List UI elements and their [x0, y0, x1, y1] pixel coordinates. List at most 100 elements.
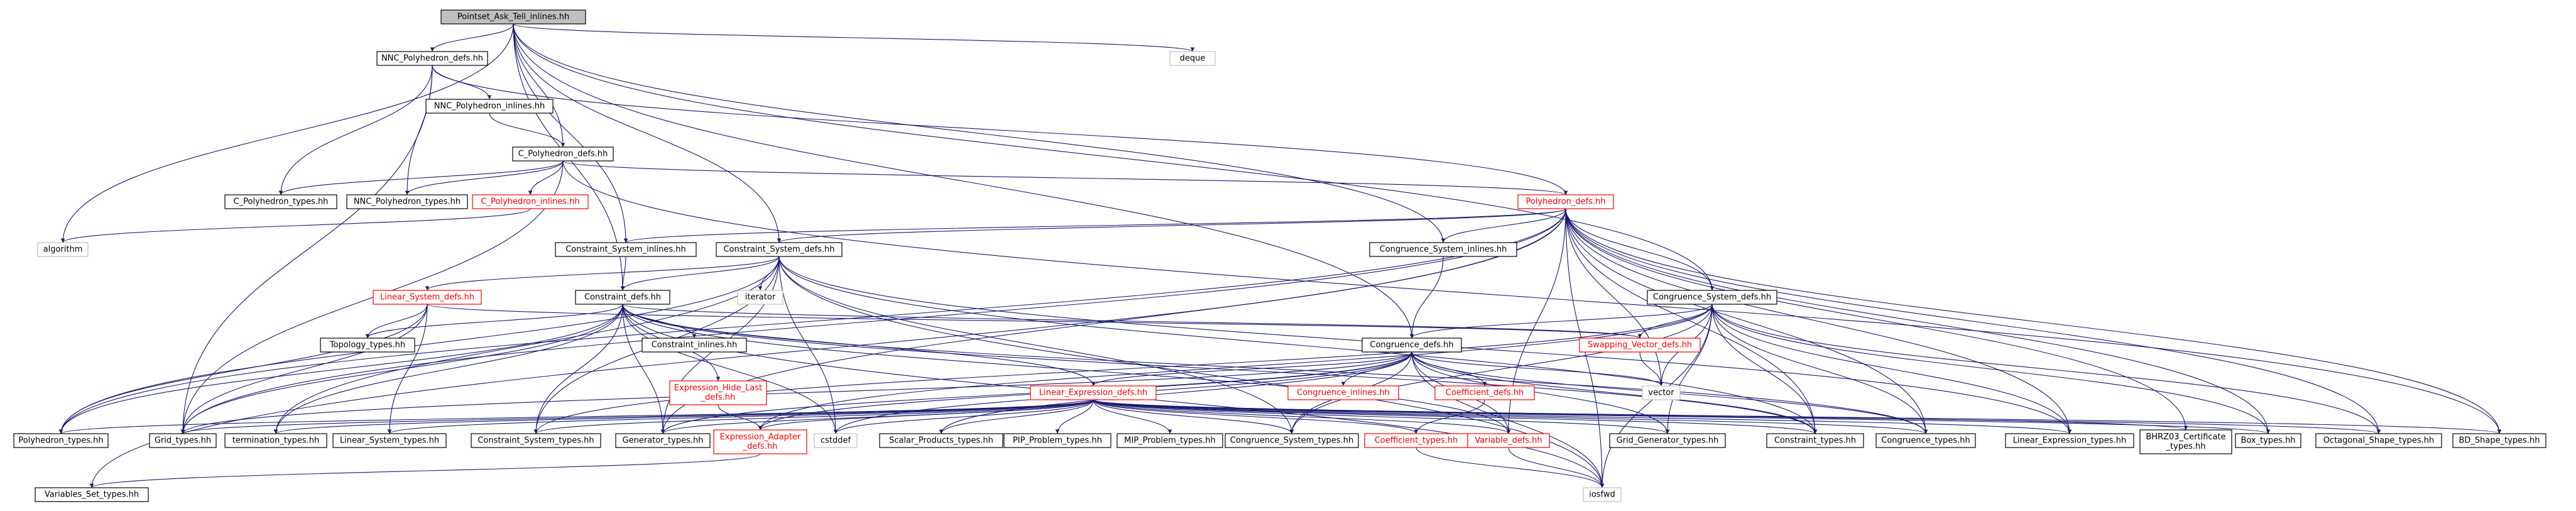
- edge-le_defs-to-coef_types: [1093, 399, 1419, 434]
- edge-le_defs-to-bd_types: [1093, 399, 2501, 434]
- node-mip-types[interactable]: MIP_Problem_types.hh: [1116, 433, 1223, 448]
- edge-le_defs-to-box_types: [1093, 399, 2270, 434]
- node-box: [879, 433, 1003, 448]
- edge-ls_defs-to-sv_defs: [427, 304, 1642, 339]
- node-le-defs[interactable]: Linear_Expression_defs.hh: [1030, 385, 1157, 400]
- edge-le_defs-to-pip_types: [1055, 399, 1094, 434]
- node-c-inlines[interactable]: C_Polyhedron_inlines.hh: [472, 194, 589, 209]
- edge-con_defs-to-grid_types: [180, 304, 623, 434]
- edge-le_defs-to-cg_types: [1093, 399, 1928, 434]
- node-c-types[interactable]: C_Polyhedron_types.hh: [224, 194, 337, 209]
- node-box: [2005, 433, 2134, 448]
- node-label: Scalar_Products_types.hh: [889, 436, 993, 446]
- node-c-defs[interactable]: C_Polyhedron_defs.hh: [512, 146, 614, 162]
- node-label: PIP_Problem_types.hh: [1013, 436, 1102, 446]
- node-vector[interactable]: vector: [1642, 385, 1681, 400]
- node-pointset[interactable]: Pointset_Ask_Tell_inlines.hh: [440, 9, 586, 25]
- node-cg-defs[interactable]: Congruence_defs.hh: [1362, 338, 1462, 353]
- node-le-types[interactable]: Linear_Expression_types.hh: [2005, 433, 2134, 448]
- node-label: Coefficient_types.hh: [1375, 436, 1458, 446]
- node-os-types[interactable]: Octagonal_Shape_types.hh: [2315, 433, 2442, 448]
- edge-nnc_defs-to-grid_types: [180, 65, 433, 434]
- node-sv-defs[interactable]: Swapping_Vector_defs.hh: [1579, 338, 1701, 353]
- node-ls-defs[interactable]: Linear_System_defs.hh: [373, 290, 482, 305]
- node-box: [37, 242, 89, 257]
- node-gen-types[interactable]: Generator_types.hh: [615, 433, 711, 448]
- node-label: Grid_types.hh: [155, 436, 211, 446]
- node-vs-types[interactable]: Variables_Set_types.hh: [35, 487, 149, 502]
- node-box: [555, 242, 697, 257]
- edge-c_defs-to-c_inlines: [528, 160, 564, 195]
- node-poly-types[interactable]: Polyhedron_types.hh: [13, 433, 109, 448]
- node-coef-types[interactable]: Coefficient_types.hh: [1364, 433, 1468, 448]
- node-label: iosfwd: [1589, 490, 1615, 500]
- node-var-defs[interactable]: Variable_defs.hh: [1467, 433, 1550, 448]
- node-label: Swapping_Vector_defs.hh: [1588, 341, 1692, 350]
- edge-pointset-to-cgs_inlines: [513, 23, 1446, 243]
- node-sp-types[interactable]: Scalar_Products_types.hh: [879, 433, 1003, 448]
- node-coef-defs[interactable]: Coefficient_defs.hh: [1434, 385, 1535, 400]
- node-box: [615, 433, 711, 448]
- node-nnc-defs[interactable]: NNC_Polyhedron_defs.hh: [376, 51, 488, 66]
- node-topo-types[interactable]: Topology_types.hh: [320, 338, 415, 353]
- node-iterator[interactable]: iterator: [737, 290, 783, 305]
- edge-pointset-to-cs_defs: [513, 23, 782, 243]
- node-label: NNC_Polyhedron_defs.hh: [381, 54, 483, 63]
- node-box: [1647, 290, 1777, 305]
- node-bhrz-types[interactable]: BHRZ03_Certificate_types.hh: [2139, 429, 2232, 454]
- node-nnc-types[interactable]: NNC_Polyhedron_types.hh: [346, 194, 468, 209]
- node-box: [1583, 487, 1622, 502]
- node-ls-types[interactable]: Linear_System_types.hh: [332, 433, 447, 448]
- node-deque[interactable]: deque: [1169, 51, 1216, 66]
- edge-con_defs-to-gen_types: [622, 304, 665, 434]
- node-box: [1517, 194, 1614, 209]
- edge-sv_defs-to-vector: [1639, 351, 1664, 387]
- edge-poly_defs-to-cgs_inlines: [1441, 208, 1566, 243]
- edge-cgs_defs-to-cgs_types: [1289, 304, 1713, 434]
- node-cgs-inlines[interactable]: Congruence_System_inlines.hh: [1369, 242, 1517, 257]
- node-algorithm[interactable]: algorithm: [37, 242, 89, 257]
- node-ehl-defs[interactable]: Expression_Hide_Last_defs.hh: [669, 380, 767, 405]
- node-bd-types[interactable]: BD_Shape_types.hh: [2452, 433, 2546, 448]
- node-cg-inlines[interactable]: Congruence_inlines.hh: [1287, 385, 1399, 400]
- node-box: [472, 194, 589, 209]
- node-label: _types.hh: [2166, 442, 2206, 451]
- node-ea-defs[interactable]: Expression_Adapter_defs.hh: [713, 429, 807, 454]
- edge-poly_defs-to-vector: [1565, 208, 1664, 387]
- node-label: deque: [1180, 54, 1206, 63]
- node-box-types[interactable]: Box_types.hh: [2235, 433, 2301, 448]
- node-cgs-types[interactable]: Congruence_System_types.hh: [1225, 433, 1359, 448]
- node-box: [716, 242, 843, 257]
- node-box: [1609, 433, 1726, 448]
- edge-cg_defs-to-iosfwd: [1411, 351, 1605, 488]
- node-label: Topology_types.hh: [329, 341, 405, 350]
- node-cstddef[interactable]: cstddef: [814, 433, 858, 448]
- node-cs-types[interactable]: Constraint_System_types.hh: [471, 433, 601, 448]
- node-nnc-inlines[interactable]: NNC_Polyhedron_inlines.hh: [425, 99, 554, 114]
- node-iosfwd[interactable]: iosfwd: [1583, 487, 1622, 502]
- node-cgs-defs[interactable]: Congruence_System_defs.hh: [1647, 290, 1777, 305]
- node-label: BD_Shape_types.hh: [2459, 436, 2540, 446]
- node-label: Polyhedron_defs.hh: [1525, 197, 1605, 207]
- node-pip-types[interactable]: PIP_Problem_types.hh: [1003, 433, 1111, 448]
- node-cg-types[interactable]: Congruence_types.hh: [1875, 433, 1976, 448]
- node-gg-types[interactable]: Grid_Generator_types.hh: [1609, 433, 1726, 448]
- node-con-inlines[interactable]: Constraint_inlines.hh: [641, 338, 747, 353]
- node-con-defs[interactable]: Constraint_defs.hh: [575, 290, 670, 305]
- node-box: [376, 51, 488, 66]
- node-grid-types[interactable]: Grid_types.hh: [149, 433, 217, 448]
- node-label: Congruence_System_defs.hh: [1653, 293, 1771, 302]
- edge-cs_defs-to-con_types: [778, 256, 1818, 434]
- node-poly-defs[interactable]: Polyhedron_defs.hh: [1517, 194, 1614, 209]
- node-label: C_Polyhedron_defs.hh: [518, 150, 608, 159]
- node-cs-defs[interactable]: Constraint_System_defs.hh: [716, 242, 843, 257]
- node-cs-inlines[interactable]: Constraint_System_inlines.hh: [555, 242, 697, 257]
- edge-ls_defs-to-grid_types: [180, 304, 428, 434]
- node-box: [13, 433, 109, 448]
- edge-poly_defs-to-cgs_defs: [1565, 208, 1715, 291]
- edge-con_defs-to-poly_types: [58, 304, 623, 434]
- edge-cg_defs-to-sp_types: [939, 351, 1412, 434]
- node-con-types[interactable]: Constraint_types.hh: [1766, 433, 1864, 448]
- node-label: Box_types.hh: [2240, 436, 2295, 446]
- node-term-types[interactable]: termination_types.hh: [224, 433, 327, 448]
